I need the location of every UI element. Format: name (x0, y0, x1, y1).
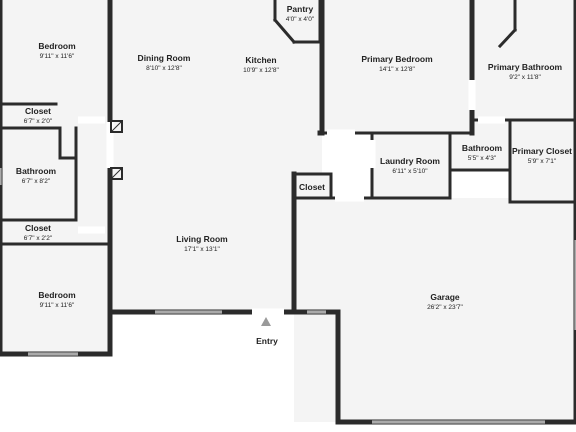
room-label-primary-bathroom: Primary Bathroom 9'2" x 11'8" (487, 62, 563, 81)
room-label-bedroom-bottom: Bedroom 9'11" x 11'6" (38, 290, 76, 309)
room-label-laundry-room: Laundry Room 6'11" x 5'10" (380, 156, 440, 175)
room-label-closet-small: Closet (299, 182, 325, 193)
room-name: Bedroom (38, 290, 76, 300)
room-dims: 8'10" x 12'8" (146, 64, 182, 72)
room-name: Living Room (176, 234, 228, 244)
room-dims: 10'9" x 12'8" (243, 66, 279, 74)
room-label-primary-bedroom: Primary Bedroom 14'1" x 12'8" (361, 54, 433, 73)
room-dims: 5'5" x 4'3" (467, 154, 497, 162)
room-name: Bedroom (38, 41, 76, 51)
room-name: Primary Bathroom (487, 62, 563, 72)
room-dims: 14'1" x 12'8" (379, 65, 415, 73)
room-label-garage: Garage 26'2" x 23'7" (427, 292, 463, 311)
room-dims: 9'11" x 11'6" (39, 301, 75, 309)
entry-marker: Entry (256, 331, 278, 349)
room-name: Primary Bedroom (361, 54, 433, 64)
room-label-dining-room: Dining Room 8'10" x 12'8" (137, 53, 191, 72)
room-label-bedroom-top: Bedroom 9'11" x 11'6" (38, 41, 76, 60)
entry-label: Entry (256, 336, 278, 346)
room-dims: 9'2" x 11'8" (509, 73, 541, 81)
room-name: Kitchen (245, 55, 277, 65)
room-label-closet-top: Closet 6'7" x 2'0" (23, 106, 53, 125)
room-dims: 6'7" x 2'0" (23, 117, 53, 125)
room-name: Laundry Room (380, 156, 440, 166)
fireplace-markers (110, 120, 123, 180)
room-dims: 5'9" x 7'1" (527, 157, 557, 165)
door-openings (78, 80, 505, 316)
room-name: Pantry (286, 4, 314, 14)
entry-arrow-icon (261, 317, 271, 326)
room-dims: 9'11" x 11'6" (39, 52, 75, 60)
room-label-bathroom-left: Bathroom 6'7" x 8'2" (15, 166, 57, 185)
room-label-closet-mid: Closet 6'7" x 2'2" (23, 223, 53, 242)
room-name: Closet (299, 182, 325, 192)
room-name: Garage (430, 292, 460, 302)
room-dims: 17'1" x 13'1" (184, 245, 220, 253)
room-name: Bathroom (15, 166, 57, 176)
room-dims: 6'7" x 8'2" (21, 177, 51, 185)
windows (0, 168, 576, 424)
room-label-pantry: Pantry 4'0" x 4'0" (285, 4, 315, 23)
room-name: Dining Room (137, 53, 191, 63)
floor-fills (0, 0, 576, 422)
room-dims: 26'2" x 23'7" (427, 303, 463, 311)
room-label-kitchen: Kitchen 10'9" x 12'8" (243, 55, 279, 74)
room-dims: 6'7" x 2'2" (23, 234, 53, 242)
room-label-bathroom-right: Bathroom 5'5" x 4'3" (461, 143, 503, 162)
room-name: Closet (25, 223, 51, 233)
room-label-living-room: Living Room 17'1" x 13'1" (176, 234, 228, 253)
room-name: Primary Closet (512, 146, 572, 156)
room-name: Closet (25, 106, 51, 116)
room-label-primary-closet: Primary Closet 5'9" x 7'1" (512, 146, 572, 165)
room-dims: 4'0" x 4'0" (285, 15, 315, 23)
room-name: Bathroom (461, 143, 503, 153)
room-dims: 6'11" x 5'10" (392, 167, 428, 175)
interior-walls (0, 0, 576, 315)
